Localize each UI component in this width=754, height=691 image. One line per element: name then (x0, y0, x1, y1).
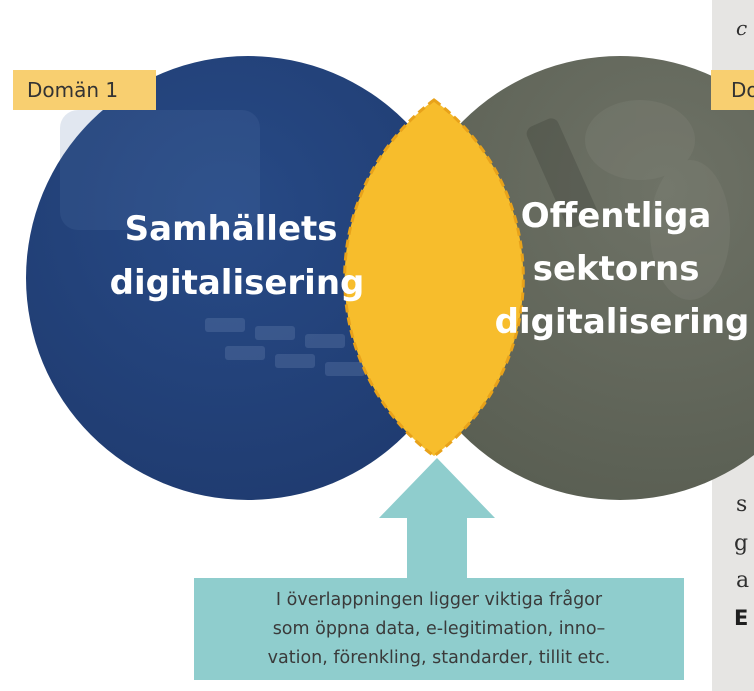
circle-domain-1 (26, 56, 470, 500)
domain-2-title: Offentliga sektorns digitalisering (495, 196, 750, 342)
background-text-fragment: c (736, 16, 748, 40)
callout-line: vation, förenkling, standarder, tillit e… (267, 647, 611, 668)
overlap-area (343, 98, 525, 458)
callout-line: som öppna data, e-legitimation, inno– (272, 618, 606, 639)
background-text-fragment: E (734, 606, 749, 630)
background-text-fragment: s (736, 492, 748, 517)
overlap-callout: I överlappningen ligger viktiga frågor s… (194, 578, 684, 680)
background-text-fragment: a (736, 568, 750, 593)
domain-1-title: Samhällets digitalisering (110, 209, 365, 303)
callout-line: I överlappningen ligger viktiga frågor (275, 589, 603, 610)
domain-2-label: Do (711, 70, 754, 110)
up-arrow (379, 458, 495, 580)
background-text-fragment: g (734, 531, 749, 556)
left-photo-texture (60, 110, 365, 376)
right-photo-texture (526, 100, 730, 300)
domain-1-label: Domän 1 (13, 70, 156, 110)
